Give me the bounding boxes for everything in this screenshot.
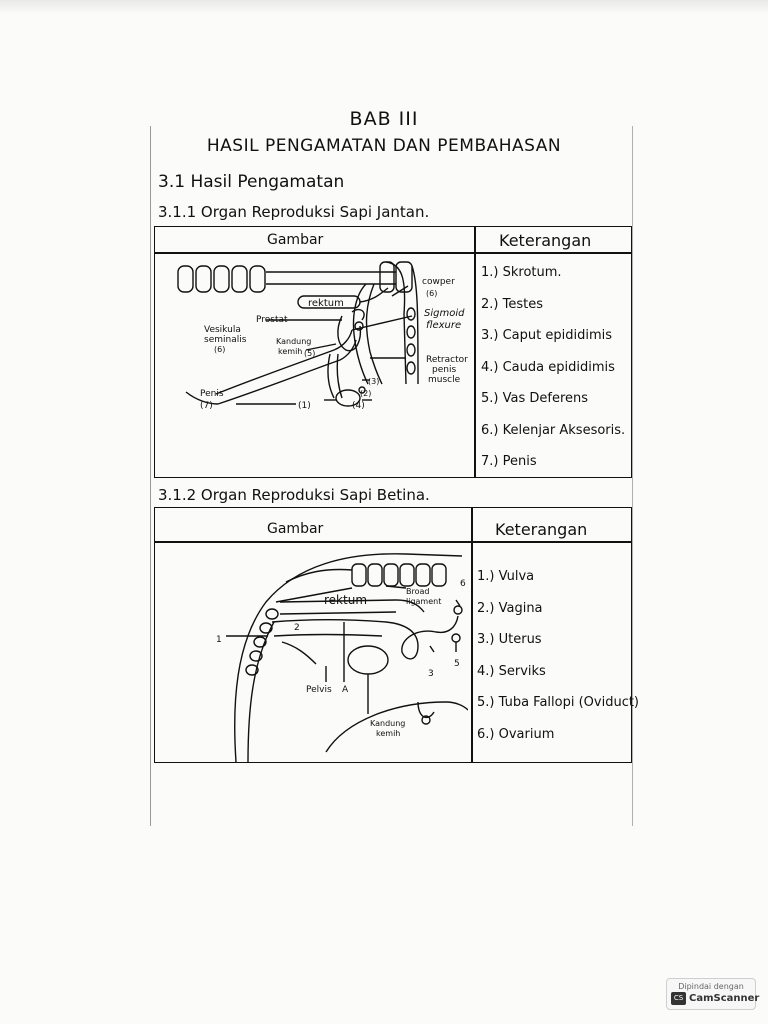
- diagram-label: 2: [294, 623, 300, 633]
- list-item: 6.) Kelenjar Aksesoris.: [481, 422, 626, 438]
- list-item: 1.) Skrotum.: [481, 265, 562, 280]
- camscanner-watermark: Dipindai dengan CS CamScanner: [666, 978, 760, 1010]
- diagram-label: Kandung: [370, 719, 405, 728]
- diagram-label: Pelvis: [306, 685, 332, 695]
- diagram-male-reproductive: rektum cowper (6) Sigmoid flexure Prosta…: [177, 261, 468, 411]
- diagram-label: seminalis: [204, 335, 247, 345]
- header-divider: [155, 252, 631, 254]
- diagram-label: Broad: [406, 587, 429, 596]
- diagram-label: Retractor: [426, 355, 468, 365]
- diagram-label: ligament: [406, 597, 441, 606]
- diagram-label: 5: [454, 659, 460, 669]
- camscanner-logo-icon: CS: [671, 992, 686, 1005]
- list-item: 2.) Vagina: [477, 600, 543, 616]
- list-item: 3.) Uterus: [477, 632, 542, 647]
- diagram-label: (3): [368, 377, 379, 386]
- diagram-label: kemih: [278, 347, 302, 356]
- subsection-heading-betina: 3.1.2 Organ Reproduksi Sapi Betina.: [158, 486, 430, 504]
- diagram-label: (1): [298, 401, 311, 411]
- list-item: 2.) Testes: [481, 296, 543, 312]
- diagram-label: Penis: [200, 389, 224, 399]
- column-divider: [474, 227, 476, 477]
- diagram-label: 3: [428, 669, 434, 679]
- diagram-label: muscle: [428, 375, 461, 385]
- diagram-label: kemih: [376, 729, 400, 738]
- list-item: 6.) Ovarium: [477, 726, 555, 742]
- margin-line-right: [632, 126, 633, 826]
- section-heading: 3.1 Hasil Pengamatan: [158, 172, 345, 192]
- watermark-brand: CamScanner: [689, 993, 760, 1004]
- diagram-label: 6: [460, 579, 466, 589]
- column-header-keterangan: Keterangan: [499, 231, 592, 250]
- column-header-keterangan: Keterangan: [495, 520, 588, 539]
- diagram-label: 1: [216, 635, 222, 645]
- list-item: 5.) Vas Deferens: [481, 391, 589, 406]
- diagram-label: (6): [214, 345, 225, 354]
- diagram-label: cowper: [422, 277, 455, 287]
- list-item: 3.) Caput epididimis: [481, 328, 613, 343]
- diagram-label: (5): [304, 349, 315, 358]
- table-betina: Gambar Keterangan 1.) Vulva 2.) Vagina 3…: [154, 507, 639, 763]
- legend-list-betina: 1.) Vulva 2.) Vagina 3.) Uterus 4.) Serv…: [477, 567, 639, 756]
- scan-edge-shadow: [0, 0, 768, 14]
- diagram-label: Sigmoid: [424, 308, 465, 319]
- margin-line-left: [150, 126, 151, 826]
- list-item: 5.) Tuba Fallopi (Oviduct): [477, 695, 640, 710]
- column-header-gambar: Gambar: [267, 232, 324, 248]
- chapter-title: HASIL PENGAMATAN DAN PEMBAHASAN: [206, 136, 562, 156]
- column-header-gambar: Gambar: [267, 521, 324, 537]
- diagram-label: Vesikula: [204, 325, 241, 335]
- list-item: 4.) Serviks: [477, 663, 546, 679]
- diagram-label: A: [342, 685, 349, 695]
- list-item: 7.) Penis: [481, 454, 537, 469]
- list-item: 4.) Cauda epididimis: [481, 359, 615, 375]
- diagram-label: (7): [200, 401, 213, 411]
- diagram-female-reproductive: rektum Broad ligament 1 2 3 5 6 Pelvis A…: [216, 553, 468, 762]
- diagram-label: rektum: [324, 593, 367, 607]
- table-jantan: Gambar Keterangan 1.) Skrotum. 2.) Teste…: [154, 226, 632, 478]
- chapter-heading: BAB III: [349, 108, 419, 130]
- diagram-label: flexure: [426, 320, 461, 331]
- diagram-label: (2): [360, 389, 371, 398]
- list-item: 1.) Vulva: [477, 569, 535, 584]
- diagram-label: penis: [432, 365, 456, 375]
- header-divider: [155, 541, 631, 543]
- diagram-label: (4): [352, 401, 365, 411]
- column-divider: [471, 508, 473, 762]
- diagram-label: Prostat: [256, 315, 288, 325]
- diagram-label: Kandung: [276, 337, 311, 346]
- watermark-caption: Dipindai dengan: [678, 982, 744, 991]
- diagram-label: rektum: [308, 298, 344, 309]
- subsection-heading-jantan: 3.1.1 Organ Reproduksi Sapi Jantan.: [158, 203, 430, 221]
- diagram-label: (6): [426, 289, 437, 298]
- legend-list-jantan: 1.) Skrotum. 2.) Testes 3.) Caput epidid…: [481, 263, 625, 484]
